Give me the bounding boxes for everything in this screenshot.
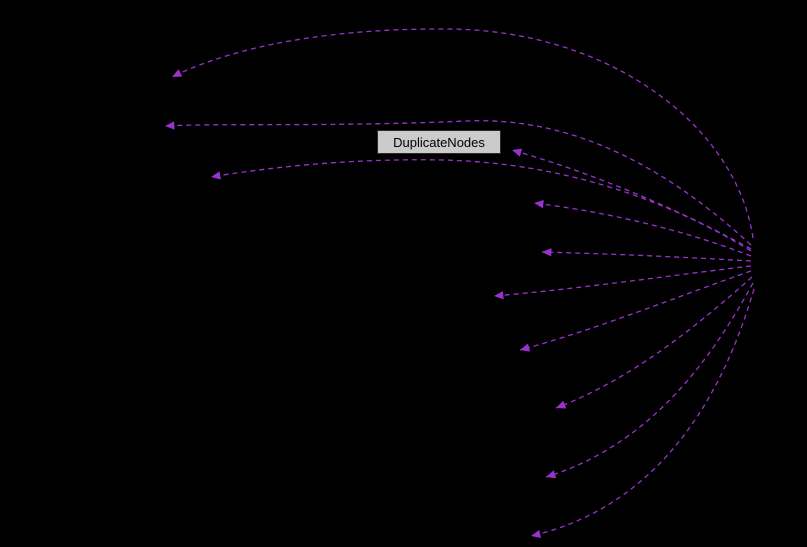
collaboration-edge	[171, 28, 754, 239]
node-duplicate-nodes: DuplicateNodes	[377, 130, 501, 154]
collaboration-edge	[541, 248, 752, 262]
collaboration-edge	[533, 200, 752, 257]
collaboration-edge	[511, 148, 752, 250]
collaboration-edge	[210, 159, 752, 252]
collaboration-edge	[530, 288, 755, 538]
collaboration-edge	[545, 282, 754, 479]
collaboration-edge	[164, 120, 752, 246]
collaboration-edge	[555, 276, 753, 409]
node-label: DuplicateNodes	[393, 134, 485, 150]
collaboration-edge	[519, 270, 752, 352]
collaboration-edge	[493, 265, 752, 300]
